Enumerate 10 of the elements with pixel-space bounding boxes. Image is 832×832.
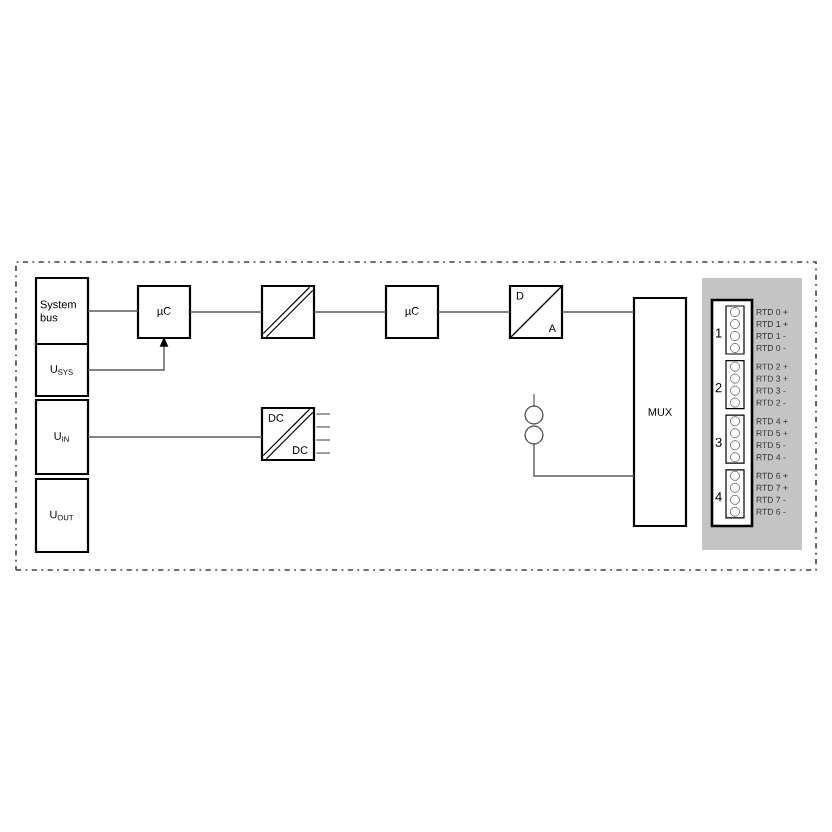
module-outline <box>15 261 817 571</box>
connector-line <box>533 443 635 477</box>
connector-line <box>87 436 263 438</box>
current-source-symbol <box>524 393 544 445</box>
connector-line <box>87 310 139 312</box>
connector-line <box>313 311 387 313</box>
connector-line <box>189 311 263 313</box>
isolator-box <box>260 284 316 340</box>
connector-line <box>561 311 635 313</box>
connector-line <box>437 311 511 313</box>
